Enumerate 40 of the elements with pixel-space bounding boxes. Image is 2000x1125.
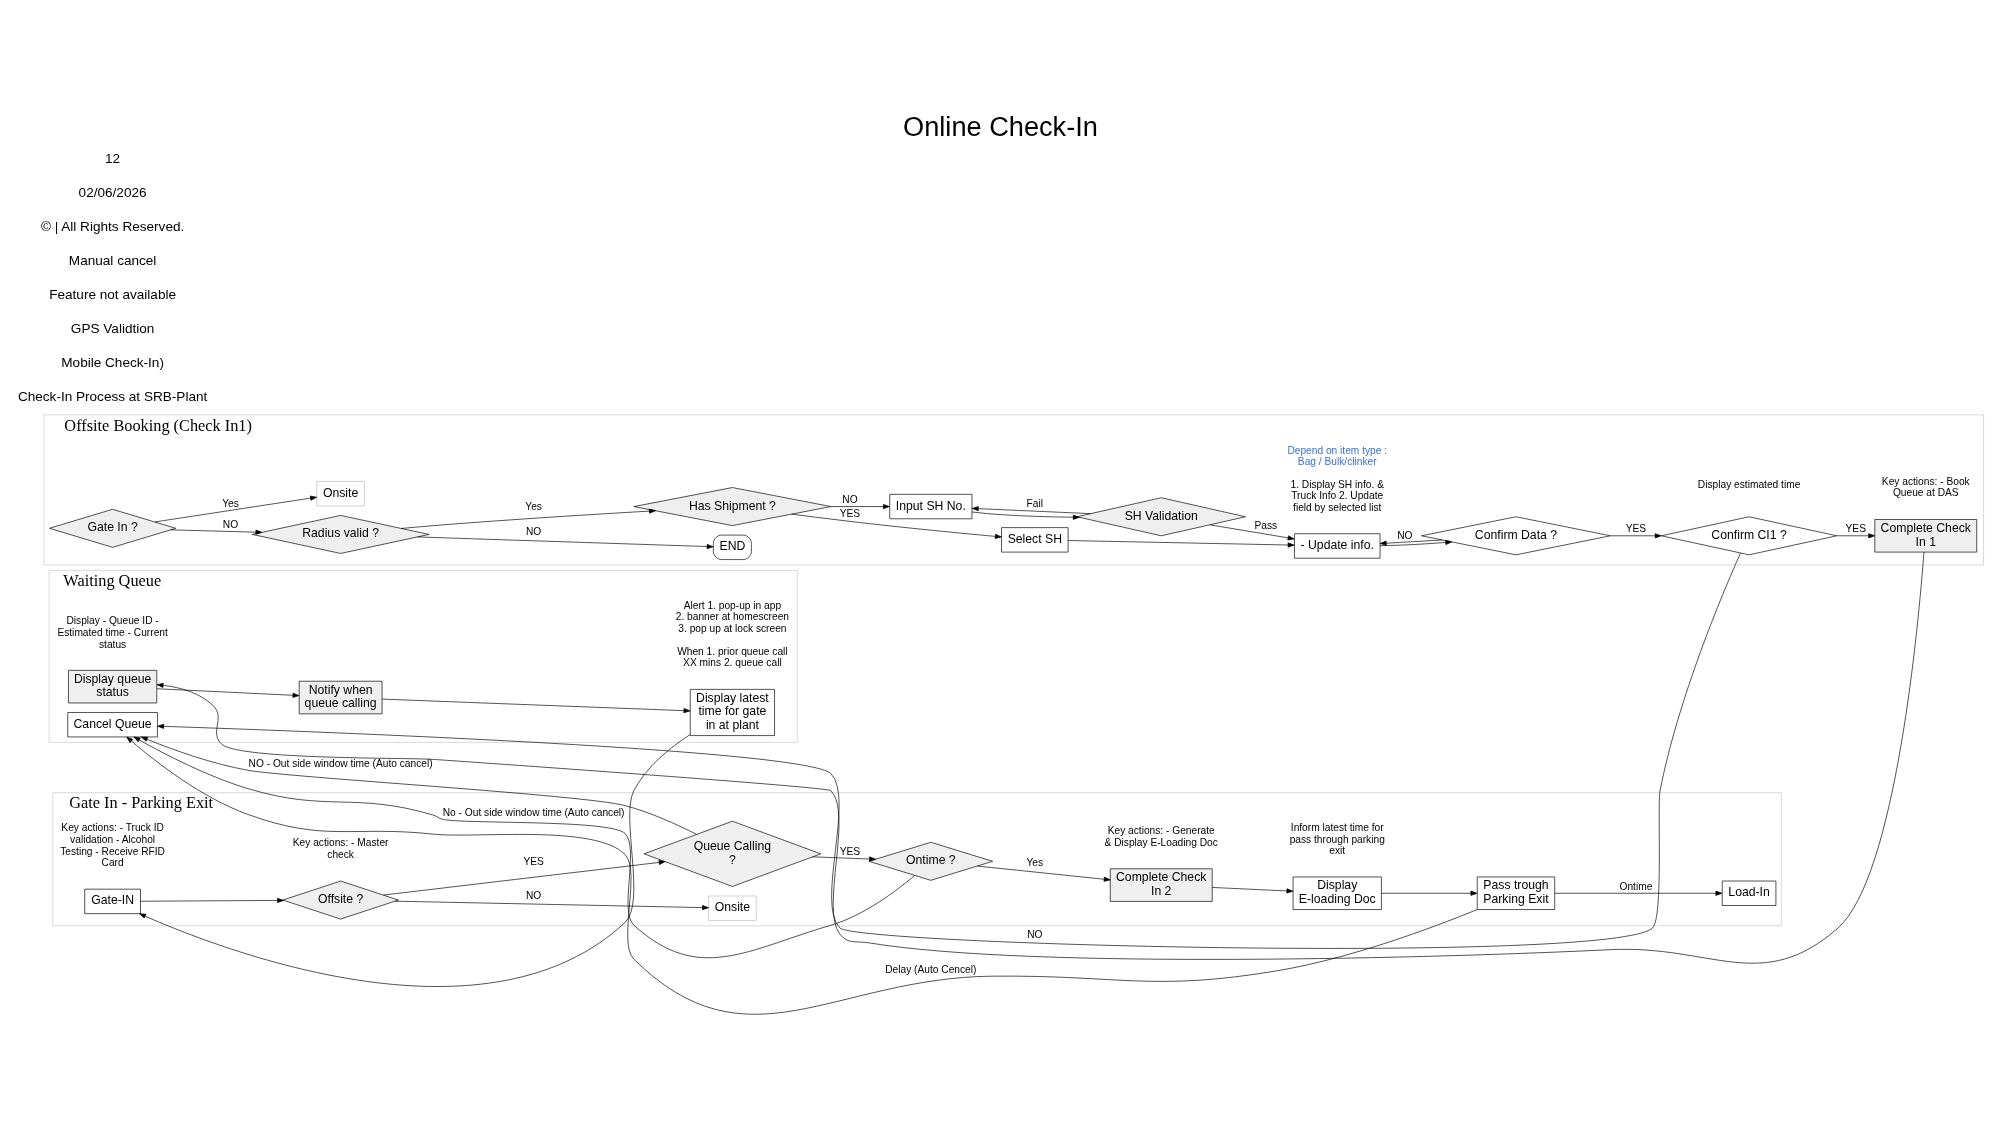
- diagram-title: Online Check-In: [902, 110, 1098, 142]
- node-label: When 1. prior queue call XX mins 2. queue call: [676, 645, 788, 668]
- edge-label: Yes: [524, 500, 542, 512]
- edge-label: NO: [841, 493, 858, 505]
- label: Manual cancel: [68, 252, 156, 268]
- edge-label: Delay (Auto Cencel): [884, 963, 976, 975]
- edge-label: Ontime: [1619, 880, 1652, 892]
- edge-label: NO: [525, 525, 541, 537]
- label: 02/06/2026: [78, 184, 147, 200]
- edge-label: NO: [222, 518, 238, 530]
- edge-label: YES: [1845, 522, 1866, 534]
- edge-label: Yes: [221, 497, 239, 509]
- node-label: Inform latest time for pass through parking exit: [1289, 821, 1385, 856]
- node-label: Key actions: - Truck ID validation - Alcohol Testing - Receive RFID Card: [59, 821, 165, 868]
- edge-label: Yes: [1026, 856, 1043, 868]
- label: GPS Validtion: [70, 320, 154, 336]
- label: 12: [104, 150, 120, 166]
- node-label: Key actions: - Generate & Display E-Loading Doc: [1104, 824, 1218, 848]
- label: Check-In Process at SRB-Plant: [17, 388, 207, 404]
- node-label: Alert 1. pop-up in app 2. banner at homescreen 3. pop up at lock screen: [675, 599, 789, 634]
- edge-label: YES: [522, 855, 544, 867]
- edge-label: No - Out side window time (Auto cancel): [442, 806, 624, 818]
- edge-label: NO: [1396, 529, 1412, 540]
- node-label: Depend on item type : Bag / Bulk/clinker: [1286, 444, 1387, 467]
- edge-label: NO - Out side window time (Auto cancel): [248, 757, 433, 769]
- edge-label: NO: [1026, 928, 1042, 940]
- node-label: Key actions: - Book Queue at DAS: [1881, 475, 1970, 498]
- node-label: Display - Queue ID - Estimated time - Current status: [56, 614, 168, 650]
- node-label: Key actions: - Master check: [292, 836, 388, 860]
- label: Mobile Check-In): [60, 354, 164, 370]
- edge-label: Pass: [1254, 519, 1277, 531]
- edge-label: YES: [839, 507, 860, 519]
- label: © | All Rights Reserved.: [40, 218, 184, 234]
- node-label: Display estimated time: [1697, 478, 1800, 490]
- edge-label: Fail: [1026, 497, 1043, 509]
- label: Feature not available: [48, 286, 176, 302]
- edge-label: YES: [839, 845, 860, 857]
- edge-label: YES: [1625, 522, 1646, 534]
- edge-label: NO: [525, 889, 541, 901]
- node-label: 1. Display SH info. & Truck Info 2. Update field by selected list: [1290, 478, 1384, 513]
